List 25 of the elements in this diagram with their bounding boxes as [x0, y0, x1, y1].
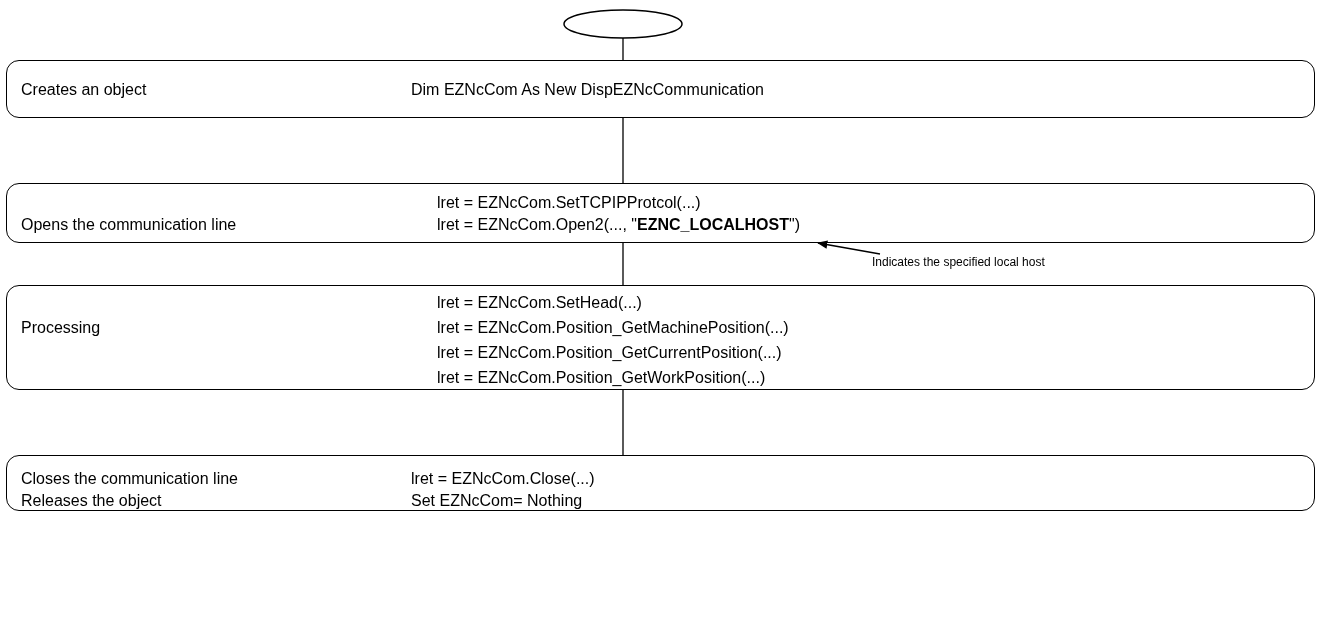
code-line: Set EZNcCom= Nothing: [411, 491, 583, 511]
code-line: lret = EZNcCom.Position_GetMachinePosition(...): [437, 318, 789, 338]
code-line: lret = EZNcCom.Position_GetCurrentPosition(...): [437, 343, 782, 363]
process-box: [6, 60, 1315, 118]
code-line: lret = EZNcCom.Open2(..., "EZNC_LOCALHOST"): [437, 215, 800, 235]
code-line: lret = EZNcCom.Position_GetWorkPosition(...): [437, 368, 766, 388]
process-box: [6, 285, 1315, 390]
step-label: Closes the communication line: [21, 469, 238, 489]
connector-line: [622, 242, 624, 286]
step-label: Creates an object: [21, 80, 147, 100]
process-box: [6, 455, 1315, 511]
annotation-text: Indicates the specified local host: [872, 252, 1045, 272]
step-label: Processing: [21, 318, 101, 338]
step-label: Opens the communication line: [21, 215, 237, 235]
process-box: [6, 183, 1315, 243]
code-line: lret = EZNcCom.Close(...): [411, 469, 595, 489]
connector-line: [622, 389, 624, 456]
terminator-ellipse: [563, 9, 683, 39]
code-line: lret = EZNcCom.SetTCPIPProtcol(...): [437, 193, 701, 213]
code-line: Dim EZNcCom As New DispEZNcCommunication: [411, 80, 764, 100]
step-label: Releases the object: [21, 491, 162, 511]
connector-line: [622, 117, 624, 184]
code-line: lret = EZNcCom.SetHead(...): [437, 293, 642, 313]
connector-line: [622, 37, 624, 61]
leader-line: [817, 240, 881, 255]
